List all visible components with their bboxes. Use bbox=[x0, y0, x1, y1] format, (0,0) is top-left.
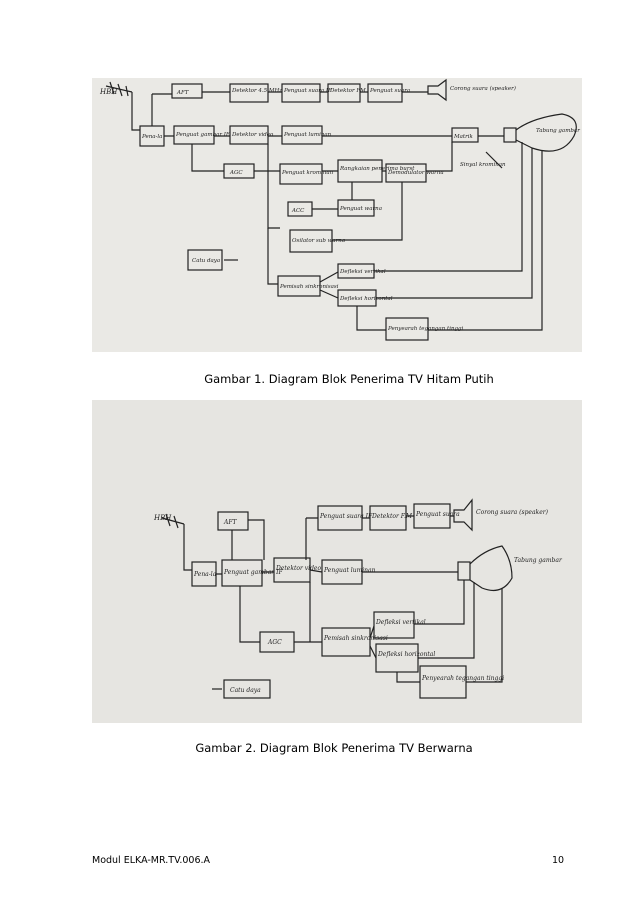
defleksi-horizontal-block: Defleksi horizontal bbox=[339, 296, 393, 302]
detektor-fm-block: Detektor F.M bbox=[371, 513, 413, 520]
penala-block: Pena-la bbox=[193, 571, 217, 578]
block-diagram-bw: HBH AFT Detektor 4.5 MHz Penguat suara I… bbox=[99, 78, 580, 341]
demodulator-block: Demodulator warna bbox=[387, 170, 444, 176]
osilator-block: Osilator sub warna bbox=[292, 238, 345, 244]
pemisah-block: Pemisah sinkronisasi bbox=[279, 284, 339, 290]
penguat-suara-block: Penguat suara bbox=[415, 511, 460, 518]
penguat-warna-block: Penguat warna bbox=[339, 206, 382, 212]
figure-1-diagram: HBH AFT Detektor 4.5 MHz Penguat suara I… bbox=[92, 78, 582, 352]
acc-block: ACC bbox=[291, 208, 305, 214]
penguat-luminan-block: Penguat luminan bbox=[323, 567, 376, 574]
penguat-gambar-block: Penguat gambar IF bbox=[175, 132, 230, 138]
agc-block: AGC bbox=[267, 639, 282, 646]
detektor-fm-block: Detektor FM bbox=[329, 88, 366, 94]
figure-2-diagram: HBH AFT Penguat suara IF Detektor F.M Pe… bbox=[92, 400, 582, 723]
corong-label: Corong suara (speaker) bbox=[450, 85, 516, 92]
catu-daya-block: Catu daya bbox=[230, 687, 261, 694]
crt-icon bbox=[469, 545, 513, 591]
rangkaian-block: Rangkaian penerima burst bbox=[339, 166, 415, 172]
antenna-icon bbox=[161, 513, 185, 529]
detektor-video-block: Detektor video bbox=[231, 132, 274, 138]
antenna-label: HBH bbox=[99, 88, 118, 96]
penguat-krominan-block: Penguat krominan bbox=[281, 170, 334, 176]
speaker-icon bbox=[453, 498, 473, 532]
sinyal-label: Sinyal krominan bbox=[460, 162, 506, 168]
aft-block: AFT bbox=[223, 519, 237, 526]
figure-1-caption: Gambar 1. Diagram Blok Penerima TV Hitam… bbox=[204, 372, 494, 386]
matrik-block: Matrik bbox=[453, 134, 474, 140]
block-diagram-color: HBH AFT Penguat suara IF Detektor F.M Pe… bbox=[153, 498, 563, 699]
footer-module-name: Modul ELKA-MR.TV.006.A bbox=[92, 855, 211, 866]
agc-block: AGC bbox=[229, 170, 243, 176]
corong-label: Corong suara (speaker) bbox=[476, 509, 549, 516]
defleksi-vertikal-block: Defleksi vertikal bbox=[375, 619, 426, 626]
penguat-if-suara-block: Penguat suara IF bbox=[283, 88, 332, 94]
defleksi-vertikal-block: Defleksi vertikal bbox=[339, 269, 386, 275]
penguat-suara-block: Penguat suara bbox=[369, 88, 410, 94]
detektor-45-block: Detektor 4.5 MHz bbox=[231, 88, 282, 94]
detektor-video-block: Detektor video bbox=[275, 565, 321, 572]
tabung-label: Tabung gambar bbox=[514, 557, 563, 564]
penala-block: Pena-la bbox=[141, 134, 162, 140]
tabung-label: Tabung gambar bbox=[536, 128, 580, 134]
penyearah-block: Penyearah tegangan tinggi bbox=[387, 326, 464, 332]
speaker-icon bbox=[427, 78, 447, 102]
pemisah-block: Pemisah sinkronisasi bbox=[323, 635, 388, 642]
penguat-gambar-block: Penguat gambar IF bbox=[223, 569, 283, 576]
antenna-label: HBH bbox=[153, 514, 172, 522]
defleksi-horizontal-block: Defleksi horizontal bbox=[377, 651, 435, 658]
penguat-if-suara-block: Penguat suara IF bbox=[319, 513, 373, 520]
footer-page-number: 10 bbox=[552, 855, 565, 866]
catu-daya-block: Catu daya bbox=[192, 258, 220, 264]
penyearah-block: Penyearah tegangan tinggi bbox=[421, 675, 504, 682]
antenna-icon bbox=[105, 81, 133, 97]
crt-icon bbox=[515, 113, 577, 152]
aft-block: AFT bbox=[176, 90, 189, 96]
penguat-luminan-block: Penguat luminan bbox=[283, 132, 332, 138]
figure-2-caption: Gambar 2. Diagram Blok Penerima TV Berwa… bbox=[195, 741, 473, 755]
